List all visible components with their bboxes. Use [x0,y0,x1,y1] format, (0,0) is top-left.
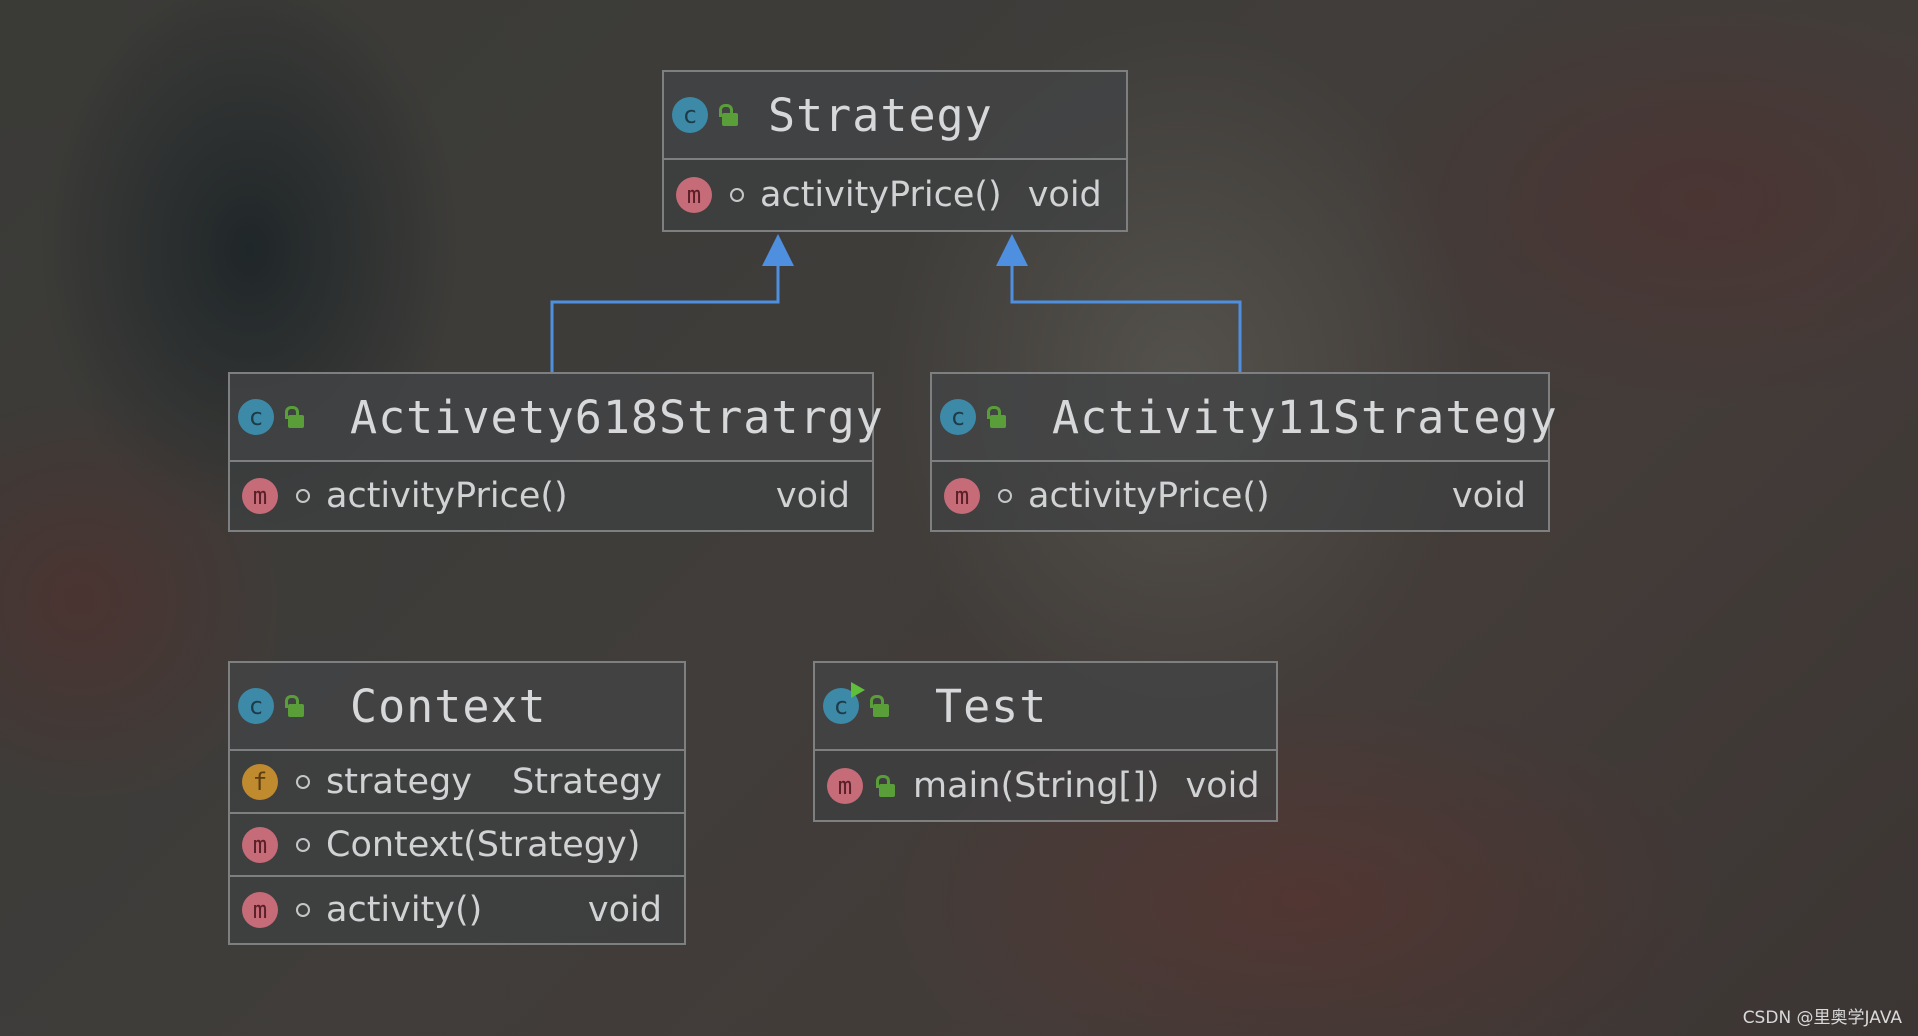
member-type: void [1451,476,1526,516]
class-activity11strategy-header: c Activity11Strategy [932,374,1557,462]
method-icon: m [242,478,278,514]
class-activity11strategy[interactable]: c Activity11Strategy m activityPrice() v… [930,372,1557,532]
class-icon: c [940,399,976,435]
class-icon: c [672,97,708,133]
class-test[interactable]: c Test m main(String[]) void [813,661,1278,822]
class-strategy[interactable]: c Strategy m activityPrice() void [662,70,1128,232]
lock-icon [282,693,308,719]
member-row[interactable]: m activity() void [230,877,684,943]
class-test-name: Test [935,679,1048,733]
watermark: CSDN @里奥学JAVA [1742,1008,1902,1028]
inheritance-line-activity618 [550,265,780,372]
member-row[interactable]: m activityPrice() void [932,462,1548,530]
visibility-icon [296,837,310,852]
inheritance-line-activity11 [1010,265,1242,372]
member-name: activityPrice() [326,476,568,516]
class-context-name: Context [350,679,547,733]
visibility-icon [998,489,1012,503]
method-icon: m [242,826,278,863]
member-name: activity() [326,890,483,930]
member-type: void [587,890,662,930]
class-icon: c [238,399,274,435]
class-context-header: c Context [230,663,684,751]
visibility-icon [296,774,310,789]
inheritance-arrowhead-left [762,234,794,266]
visibility-icon [730,188,744,202]
member-type: Strategy [512,761,662,802]
class-activety618stratrgy-name: Activety618Stratrgy [350,390,884,444]
member-type: void [1027,175,1102,215]
class-strategy-header: c Strategy [664,72,1126,160]
lock-icon [984,404,1010,430]
method-icon: m [676,177,712,213]
class-context[interactable]: c Context f strategy Strategy m Context(… [228,661,686,945]
runnable-class-icon: c [823,682,865,724]
member-name: strategy [326,761,472,802]
lock-icon [867,693,893,719]
member-type: void [1185,765,1260,806]
lock-icon [873,773,899,799]
class-activety618stratrgy-header: c Activety618Stratrgy [230,374,883,462]
member-name: activityPrice() [760,175,1002,215]
class-test-header: c Test [815,663,1276,751]
member-row[interactable]: m main(String[]) void [815,751,1276,820]
lock-icon [282,404,308,430]
member-type: void [775,476,850,516]
member-row[interactable]: m activityPrice() void [230,462,872,530]
class-activety618stratrgy[interactable]: c Activety618Stratrgy m activityPrice() … [228,372,883,532]
member-name: Context(Strategy) [326,824,641,865]
member-row[interactable]: m Context(Strategy) [230,814,684,877]
class-strategy-name: Strategy [768,88,993,142]
visibility-icon [296,903,310,917]
member-row[interactable]: m activityPrice() void [664,160,1126,230]
member-name: main(String[]) [913,765,1160,806]
member-name: activityPrice() [1028,476,1270,516]
visibility-icon [296,489,310,503]
member-row[interactable]: f strategy Strategy [230,751,684,814]
method-icon: m [827,767,863,804]
method-icon: m [242,892,278,928]
class-icon: c [238,688,274,724]
method-icon: m [944,478,980,514]
lock-icon [716,102,742,128]
class-activity11strategy-name: Activity11Strategy [1052,390,1558,444]
field-icon: f [242,763,278,800]
inheritance-arrowhead-right [996,234,1028,266]
